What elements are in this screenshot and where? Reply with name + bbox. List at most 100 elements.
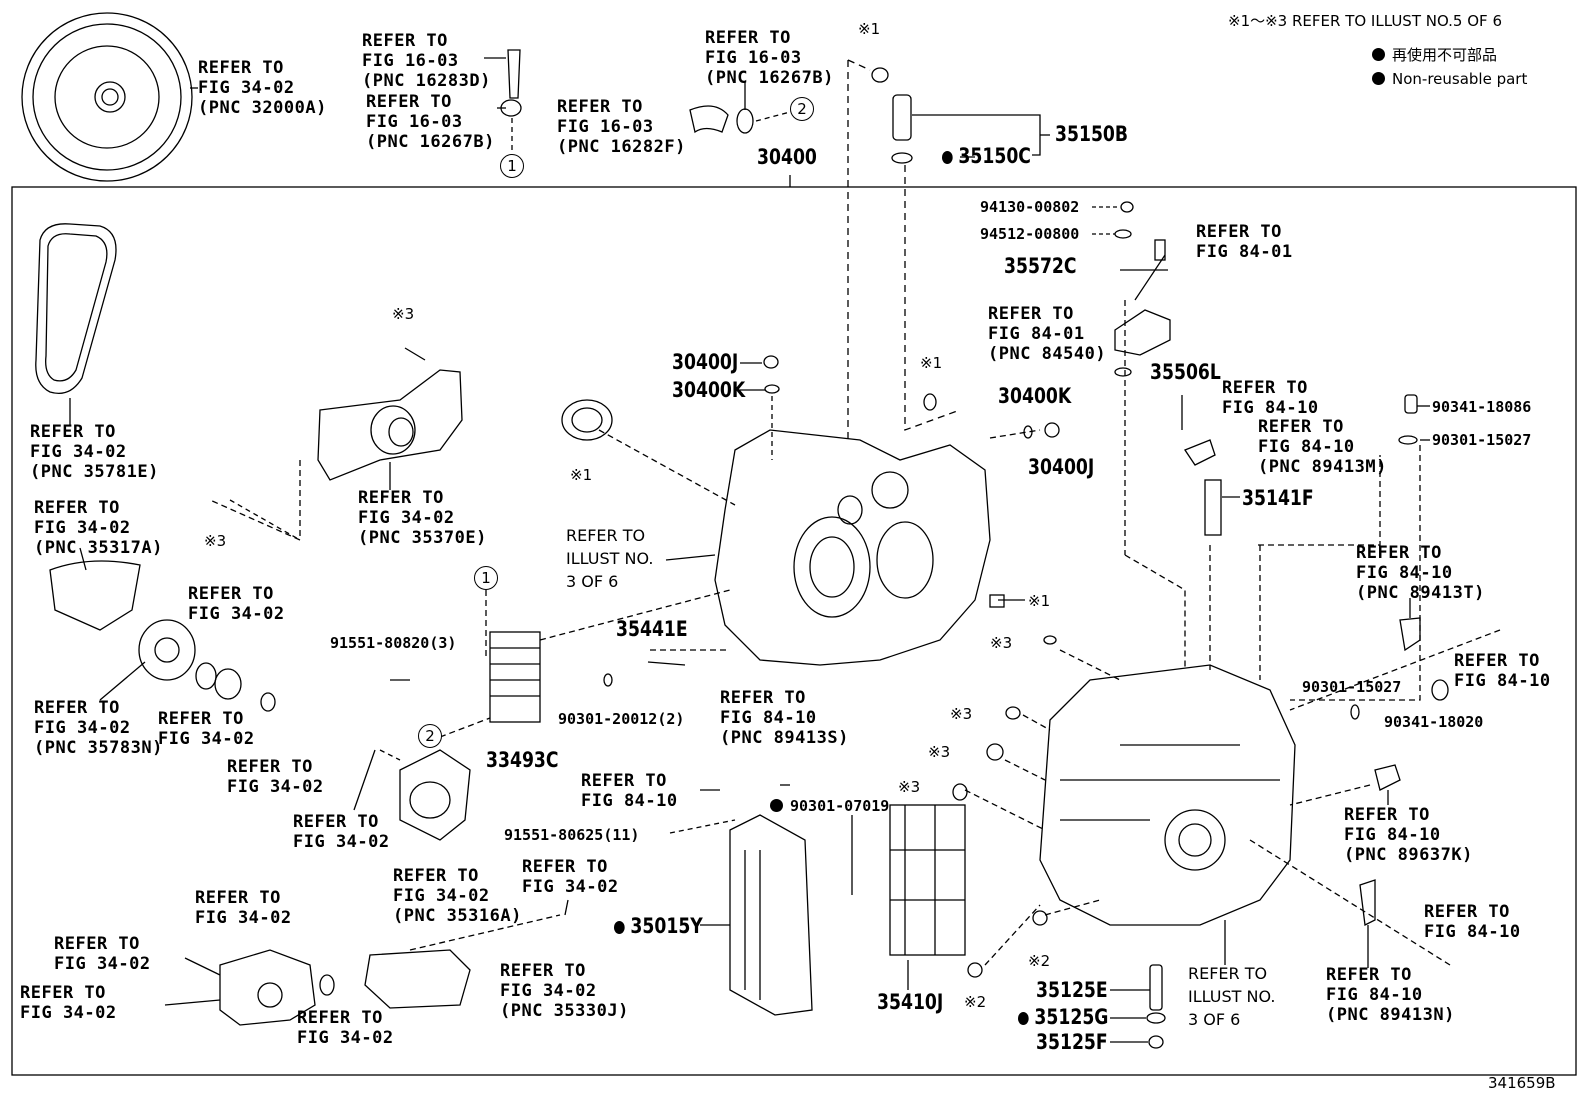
part-90301-15027-b: 90301-15027 (1302, 678, 1402, 696)
part-35015y: 35015Y (614, 914, 703, 938)
label-gear-ref: REFER TO FIG 34-02 (188, 584, 285, 624)
figure-id: 341659B (1488, 1074, 1556, 1092)
bracket-drawing (209, 347, 463, 542)
mark-3-a: ※3 (392, 305, 415, 323)
label-bolt-84-10-low: REFER TO FIG 84-10 (1424, 902, 1521, 942)
oil-strainer-drawing (364, 914, 561, 1009)
control-module-drawing (700, 814, 853, 1016)
part-30400k-a: 30400K (672, 378, 746, 402)
label-bolt-84-10-top: REFER TO FIG 84-10 (1222, 378, 1319, 418)
label-torque-converter: REFER TO FIG 34-02 (PNC 32000A) (198, 58, 327, 118)
label-16282f: REFER TO FIG 16-03 (PNC 16282F) (557, 97, 686, 157)
non-reusable-dot-icon (942, 151, 953, 164)
label-16267b-a: REFER TO FIG 16-03 (PNC 16267B) (366, 92, 495, 152)
non-reusable-dot-icon (1018, 1012, 1029, 1025)
label-pump-ring: REFER TO FIG 34-02 (297, 1008, 394, 1048)
mark-3-c: ※3 (990, 634, 1013, 652)
mark-1-a: ※1 (858, 20, 881, 38)
label-16283d: REFER TO FIG 16-03 (PNC 16283D) (362, 31, 491, 91)
mark-1-d: ※1 (1028, 592, 1051, 610)
part-35125g: 35125G (1018, 1005, 1108, 1029)
label-35370e: REFER TO FIG 34-02 (PNC 35370E) (358, 488, 487, 548)
oil-cooler-drawing (439, 589, 731, 738)
label-35783n: REFER TO FIG 34-02 (PNC 35783N) (34, 698, 163, 758)
part-91551-80820: 91551-80820(3) (330, 634, 457, 652)
label-35781e: REFER TO FIG 34-02 (PNC 35781E) (30, 422, 159, 482)
label-ring-ref: REFER TO FIG 34-02 (227, 757, 324, 797)
assembly-frame (11, 186, 1577, 1076)
label-89413s: REFER TO FIG 84-10 (PNC 89413S) (720, 688, 849, 748)
part-35125e: 35125E (1036, 978, 1108, 1002)
label-89413m: REFER TO FIG 84-10 (PNC 89413M) (1258, 417, 1387, 477)
part-35150b: 35150B (1055, 122, 1129, 146)
part-35141f: 35141F (1242, 486, 1314, 510)
breather-plug-drawing (871, 67, 1050, 164)
part-90301-15027-a: 90301-15027 (1432, 431, 1532, 449)
part-90301-20012: 90301-20012(2) (558, 710, 685, 728)
label-pump-bolt2: REFER TO FIG 34-02 (20, 983, 117, 1023)
oil-pump-drawing (164, 949, 335, 1026)
non-reusable-dot-icon (770, 799, 783, 812)
header-note: ※1～※3 REFER TO ILLUST NO.5 OF 6 (1228, 12, 1502, 30)
part-94130: 94130-00802 (980, 198, 1080, 216)
valve-body-drawing (889, 804, 966, 990)
part-90341-18086: 90341-18086 (1432, 398, 1532, 416)
part-35441e: 35441E (616, 617, 688, 641)
mark-1-b: ※1 (570, 466, 593, 484)
label-pump-ref: REFER TO FIG 34-02 (195, 888, 292, 928)
mark-3-f: ※3 (898, 778, 921, 796)
drive-belt-drawing (35, 223, 117, 425)
transaxle-housing-drawing (964, 300, 1501, 966)
torque-converter-drawing (21, 12, 198, 182)
part-35410j: 35410J (877, 990, 944, 1014)
label-seal-ref: REFER TO FIG 34-02 (158, 709, 255, 749)
gear-drawing (99, 619, 276, 712)
callout-1-b: 1 (474, 566, 498, 590)
switch-drawing (1092, 201, 1171, 377)
legend-dot-icon (1372, 48, 1385, 61)
shield-drawing (49, 547, 141, 631)
part-90341-18020: 90341-18020 (1384, 713, 1484, 731)
label-89637k: REFER TO FIG 84-10 (PNC 89637K) (1344, 805, 1473, 865)
label-illust-3-b: REFER TO ILLUST NO. 3 OF 6 (1188, 964, 1276, 1029)
part-91551-80625: 91551-80625(11) (504, 826, 640, 844)
label-35316a: REFER TO FIG 34-02 (PNC 35316A) (393, 866, 522, 926)
mark-3-d: ※3 (950, 705, 973, 723)
label-84-01-bolt: REFER TO FIG 84-01 (1196, 222, 1293, 262)
part-30400k-b: 30400K (998, 384, 1072, 408)
callout-2-a: 2 (790, 97, 814, 121)
label-bolt-ref-mid: REFER TO FIG 34-02 (293, 812, 390, 852)
part-30400j-b: 30400J (1028, 455, 1095, 479)
label-bolt-84-10-mid: REFER TO FIG 84-10 (581, 771, 678, 811)
label-16267b-b: REFER TO FIG 16-03 (PNC 16267B) (705, 28, 834, 88)
label-illust-3-a: REFER TO ILLUST NO. 3 OF 6 (566, 526, 654, 591)
mark-1-c: ※1 (920, 354, 943, 372)
part-35150c: 35150C (942, 144, 1031, 168)
transmission-case-drawing (598, 429, 991, 666)
mark-2-a: ※2 (1028, 952, 1051, 970)
label-bolt-84-10-right: REFER TO FIG 84-10 (1454, 651, 1551, 691)
part-30400: 30400 (757, 145, 817, 169)
part-35125f: 35125F (1036, 1030, 1108, 1054)
hose-clamp-drawing (484, 49, 791, 152)
non-reusable-dot-icon (614, 921, 625, 934)
callout-1-a: 1 (500, 154, 524, 178)
mark-3-b: ※3 (204, 532, 227, 550)
label-pump-bolt1: REFER TO FIG 34-02 (54, 934, 151, 974)
part-30400j-a: 30400J (672, 350, 739, 374)
oil-seal-drawing (561, 399, 613, 441)
bolt-drawings (229, 355, 1060, 978)
part-90301-07019: 90301-07019 (770, 797, 889, 815)
mark-2-b: ※2 (964, 993, 987, 1011)
part-35506l: 35506L (1150, 360, 1221, 384)
label-89413t: REFER TO FIG 84-10 (PNC 89413T) (1356, 543, 1485, 603)
legend-en: Non-reusable part (1372, 70, 1527, 88)
label-84540: REFER TO FIG 84-01 (PNC 84540) (988, 304, 1107, 364)
cover-drawing (399, 749, 471, 841)
legend-jp: 再使用不可部品 (1372, 44, 1497, 65)
callout-2-b: 2 (418, 724, 442, 748)
label-35330j: REFER TO FIG 34-02 (PNC 35330J) (500, 961, 629, 1021)
label-35317a: REFER TO FIG 34-02 (PNC 35317A) (34, 498, 163, 558)
sensor-drawings (1110, 394, 1449, 1049)
